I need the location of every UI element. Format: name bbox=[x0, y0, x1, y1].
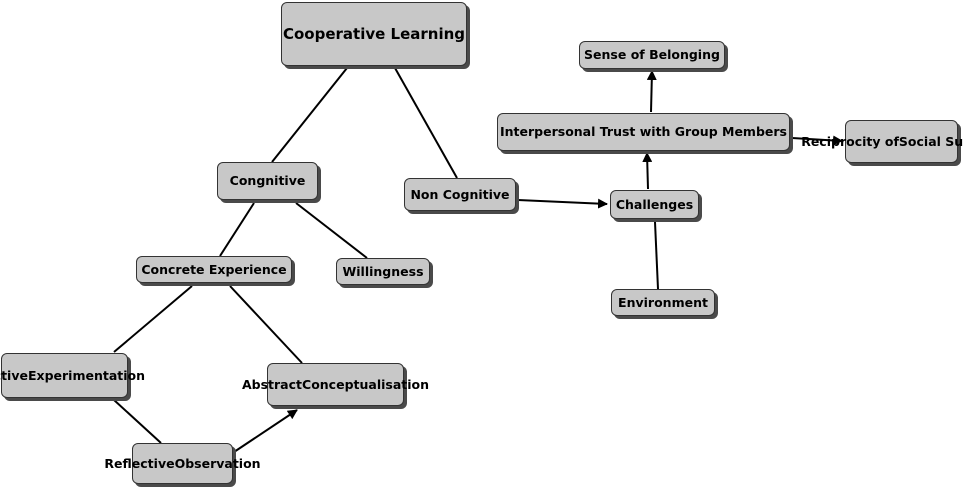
node-label: Non Cognitive bbox=[410, 186, 510, 202]
node-reciprocity-of-social-support[interactable]: Reciprocity of Social Support bbox=[801, 120, 964, 163]
node-label: Willingness bbox=[342, 263, 424, 279]
node-concrete-experience[interactable]: Concrete Experience bbox=[136, 256, 292, 283]
node-label: Congnitive bbox=[229, 173, 306, 188]
node-label: Social Support bbox=[898, 133, 964, 149]
node-label: Interpersonal Trust with Group Members bbox=[500, 124, 787, 139]
edge-trust-to-reciprocity bbox=[791, 135, 843, 146]
node-willingness[interactable]: Willingness bbox=[336, 258, 430, 285]
edge-environment-to-challenges bbox=[654, 221, 659, 290]
edge-congnitive-to-willingness bbox=[295, 202, 368, 259]
edge-concrete-to-active-experimentation bbox=[113, 285, 193, 353]
node-label: Abstract bbox=[241, 376, 303, 392]
edge-trust-to-sense-of-belonging bbox=[646, 70, 657, 113]
node-label: Environment bbox=[618, 294, 708, 310]
edge-cooperative-to-non-cognitive bbox=[394, 67, 458, 179]
edge-non-cognitive-to-challenges bbox=[517, 198, 608, 209]
node-label: Conceptualisation bbox=[302, 376, 430, 392]
node-non-cognitive[interactable]: Non Cognitive bbox=[404, 178, 516, 211]
edge-active-to-reflective-observation bbox=[113, 399, 162, 444]
node-congnitive[interactable]: Congnitive bbox=[217, 162, 318, 200]
edge-challenges-to-interpersonal-trust bbox=[642, 152, 653, 190]
node-label: Reciprocity of bbox=[801, 133, 899, 149]
node-interpersonal-trust[interactable]: Interpersonal Trust with Group Members bbox=[497, 113, 790, 151]
node-reflective-observation[interactable]: Reflective Observation bbox=[104, 443, 261, 484]
node-abstract-conceptualisation[interactable]: Abstract Conceptualisation bbox=[242, 363, 429, 406]
node-label: Concrete Experience bbox=[141, 261, 287, 277]
node-environment[interactable]: Environment bbox=[611, 289, 715, 316]
node-label: Sense of Belonging bbox=[584, 47, 720, 62]
node-active-experimentation[interactable]: Active Experimentation bbox=[0, 353, 145, 398]
edge-concrete-to-abstract-conceptualisation bbox=[229, 285, 303, 364]
node-sense-of-belonging[interactable]: Sense of Belonging bbox=[579, 41, 725, 69]
node-challenges[interactable]: Challenges bbox=[610, 190, 699, 219]
edge-cooperative-to-congnitive bbox=[271, 67, 348, 163]
node-label: Observation bbox=[174, 455, 261, 471]
node-label: Active bbox=[0, 367, 28, 383]
node-label: Experimentation bbox=[27, 367, 146, 383]
node-label: Challenges bbox=[615, 196, 694, 212]
node-label: Cooperative Learning bbox=[282, 25, 466, 43]
edge-congnitive-to-concrete-experience bbox=[219, 202, 255, 257]
node-label: Reflective bbox=[104, 455, 175, 471]
node-cooperative-learning[interactable]: Cooperative Learning bbox=[281, 2, 467, 66]
edge-reflective-to-abstract bbox=[233, 409, 298, 453]
